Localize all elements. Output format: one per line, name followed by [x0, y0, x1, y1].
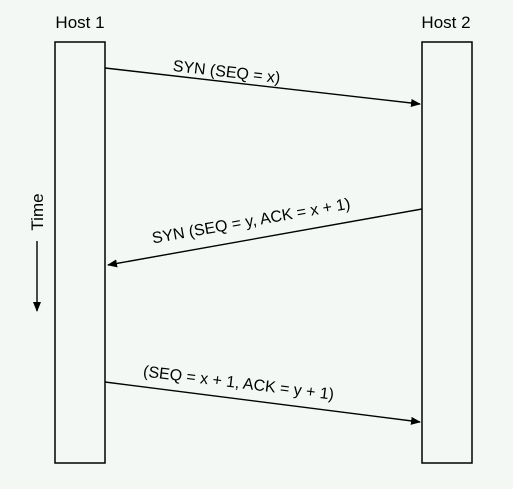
host-1-timeline	[54, 41, 106, 464]
host-1-label: Host 1	[55, 13, 104, 32]
time-axis-label: Time	[28, 193, 47, 230]
message-arrow-ack	[104, 381, 421, 425]
message-arrow-syn-ack	[107, 208, 423, 268]
message-label-ack: (SEQ = x + 1, ACK = y + 1)	[142, 363, 335, 403]
host-2-label: Host 2	[421, 13, 470, 32]
message-arrow-syn	[104, 67, 421, 107]
message-label-syn: SYN (SEQ = x)	[172, 58, 281, 87]
host-2-timeline	[421, 41, 473, 464]
